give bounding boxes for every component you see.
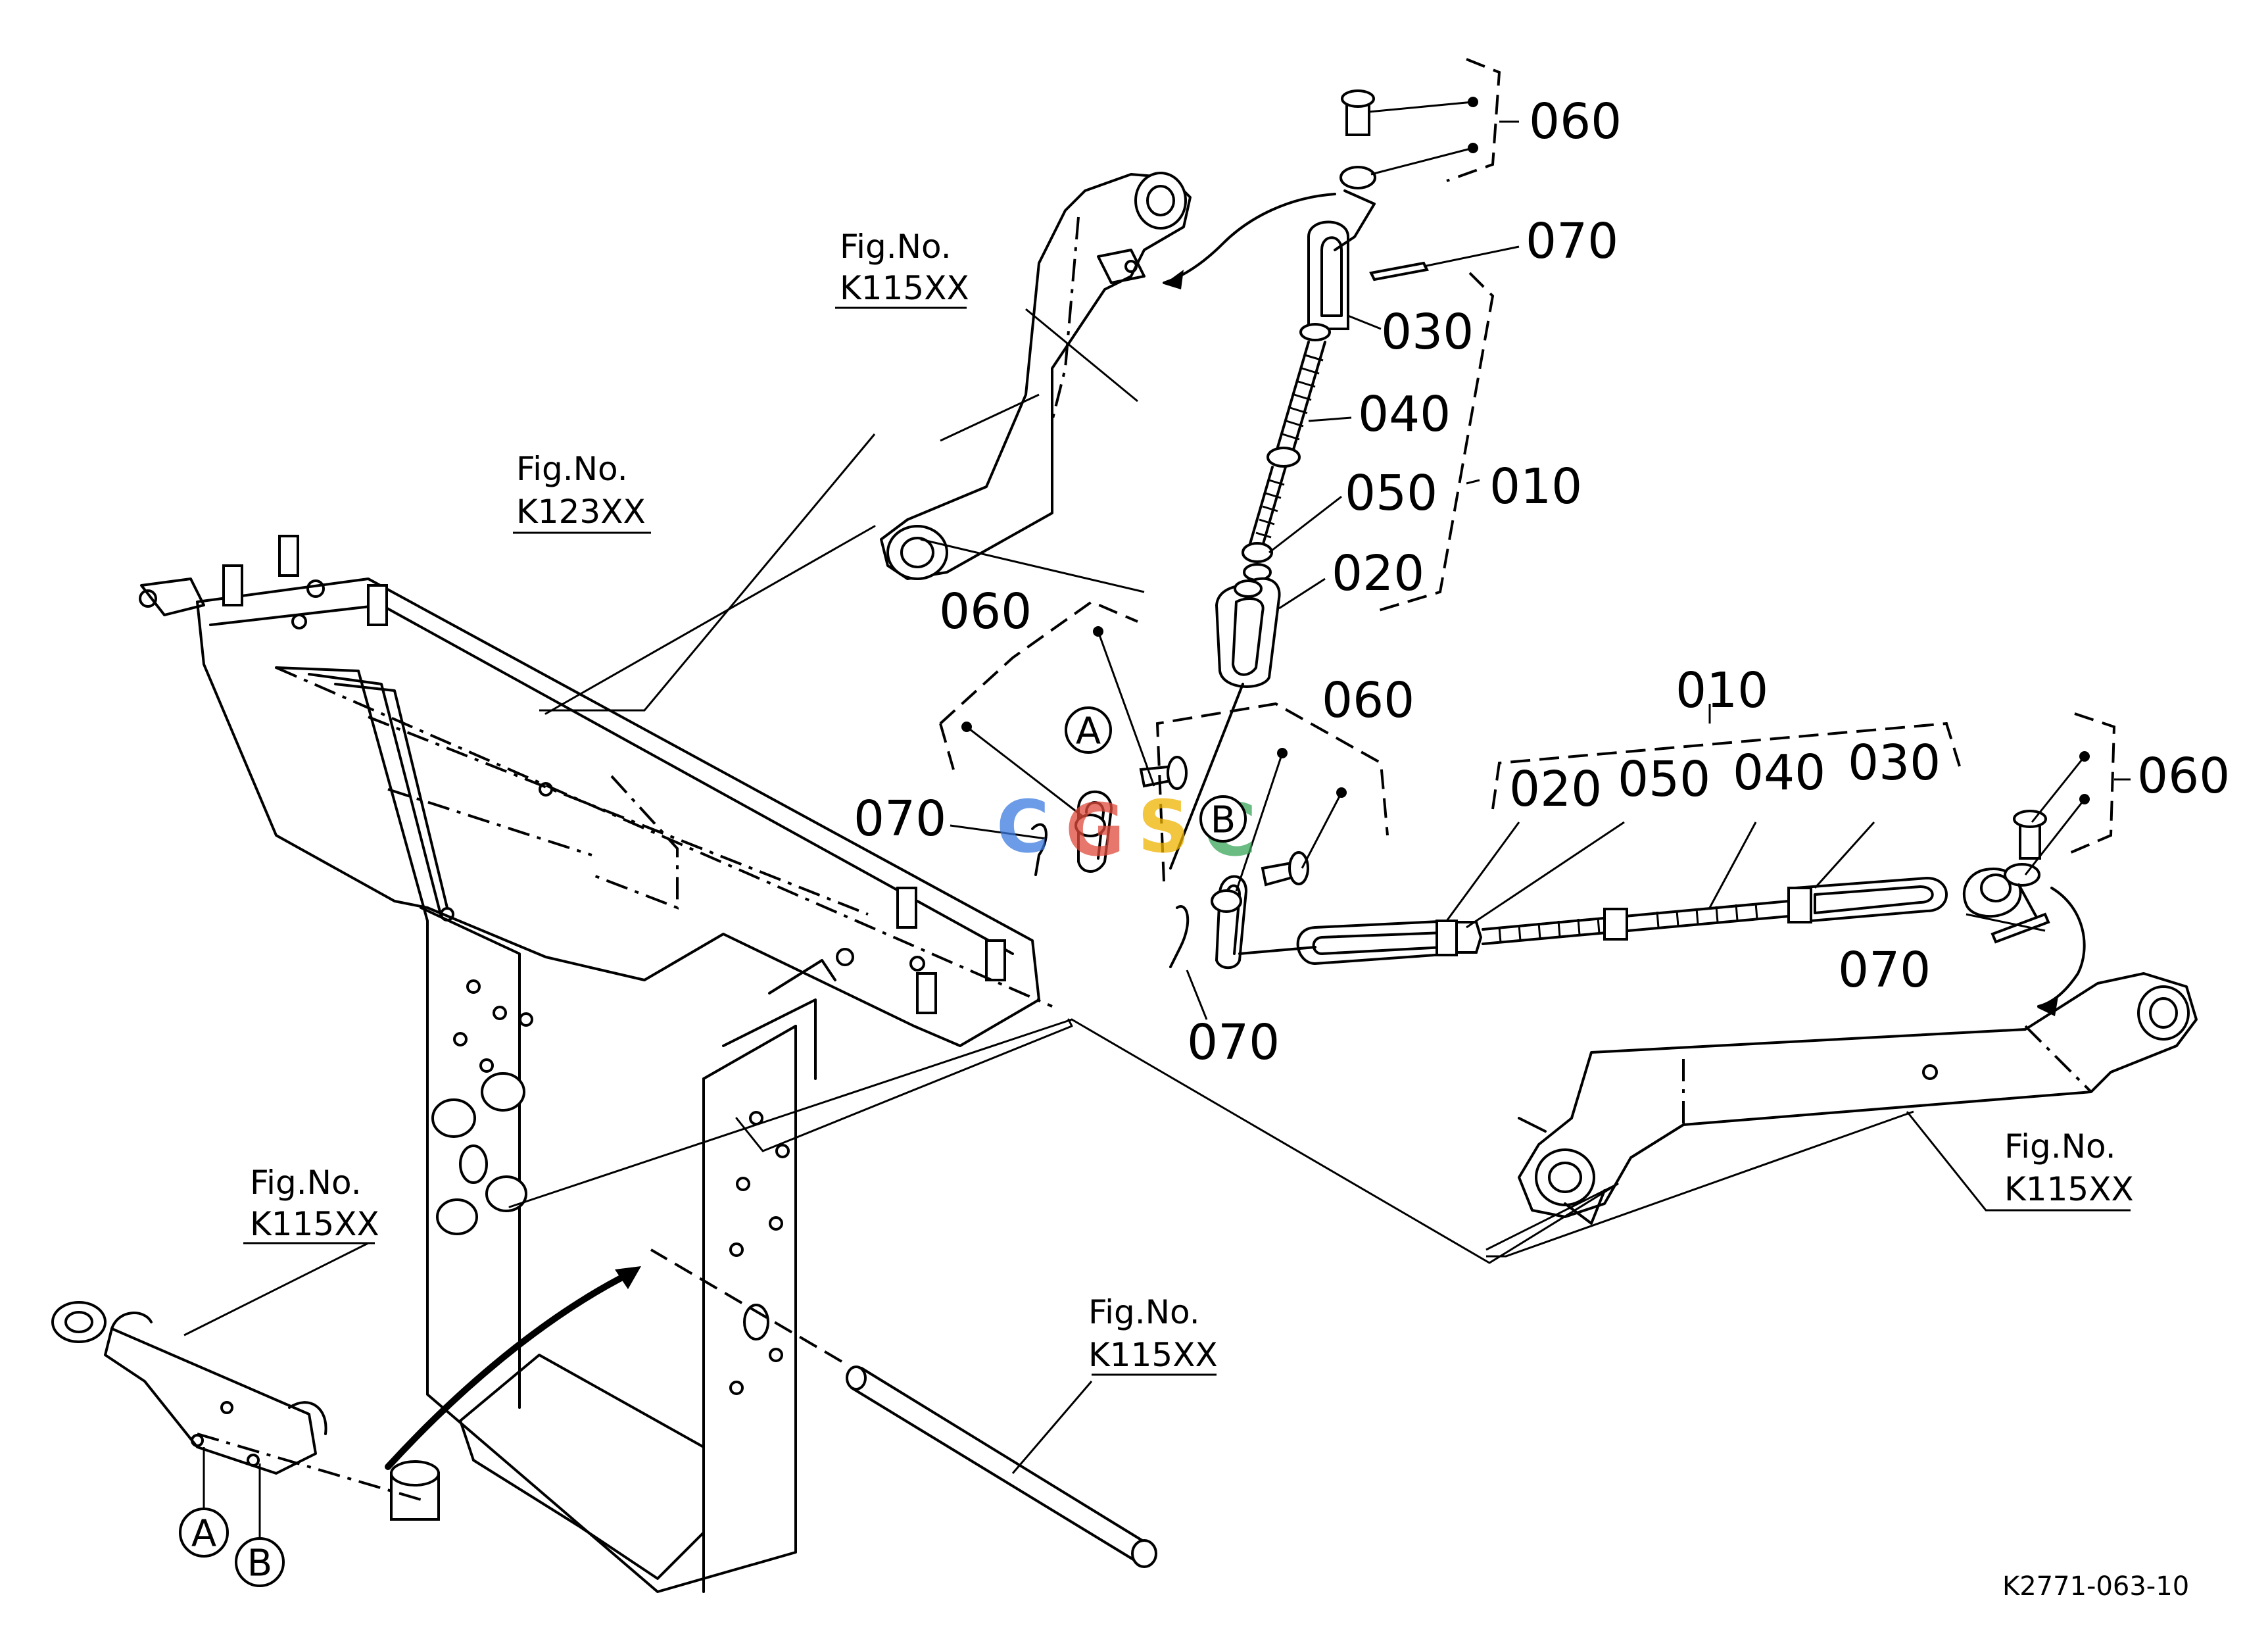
part-050-right: 050 [1345,465,1437,522]
shaft [650,1248,1157,1568]
callout-a-top: A [1065,706,1112,754]
watermark-letter-1: C [996,785,1050,869]
callout-b-bottom-label: B [247,1542,272,1585]
part-060-bottomright: 060 [2137,748,2230,804]
reference-dots [961,97,2090,804]
part-030-right: 030 [1381,304,1474,360]
frame-bolts [222,535,1006,1014]
part-070-bottomright: 070 [1838,942,1931,998]
callout-a-top-label: A [1076,710,1101,753]
main-frame [139,535,1053,1593]
drawing-code: K2771-063-10 [2002,1571,2189,1602]
horizontal-turnbuckle [1296,810,2047,966]
watermark-letter-3: S [1138,785,1190,869]
part-020-bottom: 020 [1509,761,1602,818]
part-040-right: 040 [1358,386,1451,443]
part-050-bottom: 050 [1618,751,1710,808]
part-020-right: 020 [1332,545,1424,602]
callout-b-top-label: B [1211,799,1236,842]
part-010-right: 010 [1489,458,1582,515]
group-brackets [939,58,2116,882]
cotter-pin-070-bottom [1991,912,2050,944]
fig-ref-bracket-line2: K115XX [250,1205,379,1243]
watermark-letter-2: G [1065,788,1124,872]
fig-ref-lower-arm-line2: K115XX [2004,1170,2134,1208]
part-030-bottom: 030 [1848,735,1941,791]
figure-ref-frame: Fig.No. K123XX [516,450,646,531]
figure-ref-shaft: Fig.No. K115XX [1088,1293,1218,1374]
bracket-assembly [51,1301,440,1521]
part-040-bottom: 040 [1733,745,1825,801]
callout-a-bottom-label: A [191,1513,216,1556]
part-060-top: 060 [1529,93,1622,150]
figure-ref-lower-arm: Fig.No. K115XX [2004,1127,2134,1208]
figure-ref-upper-arm: Fig.No. K115XX [835,228,969,309]
fig-ref-shaft-line1: Fig.No. [1088,1293,1200,1331]
callout-b-top: B [1199,795,1247,843]
fig-ref-lower-arm-line1: Fig.No. [2004,1127,2116,1166]
assembly-arrow-bracket [385,1269,635,1470]
assembly-arrow-lower [2037,887,2086,1008]
vertical-turnbuckle [1169,89,1376,870]
part-number-labels: 060 070 030 040 010 050 020 060 070 060 … [854,93,2230,1071]
assembly-arrow-upper [1163,193,1336,284]
part-070-left: 070 [854,791,946,847]
lower-lift-arm [1518,972,2198,1225]
callout-b-bottom: B [235,1537,285,1587]
frame-nuts [431,1072,769,1340]
fig-ref-frame-line1: Fig.No. [516,450,628,488]
upper-lift-arm [880,172,1192,580]
part-060-mid: 060 [1322,672,1414,729]
frame-holes [440,782,790,1395]
fig-ref-frame-line2: K123XX [516,493,646,531]
projection-lines [508,525,1619,1264]
fig-ref-bracket-line1: Fig.No. [250,1164,362,1202]
part-060-left: 060 [939,583,1032,640]
cotter-pin-070-top [1369,261,1429,282]
part-070-mid: 070 [1187,1014,1280,1071]
leader-lines [183,101,2131,1539]
callout-a-bottom: A [179,1508,229,1558]
fig-ref-shaft-line2: K115XX [1088,1336,1218,1374]
clevis-group-a [1031,756,1188,876]
fig-ref-upper-arm-line1: Fig.No. [840,228,952,266]
fig-ref-upper-arm-line2: K115XX [840,269,969,307]
part-070-top: 070 [1526,213,1618,270]
clevis-group-b [1169,851,1316,970]
figure-ref-bracket: Fig.No. K115XX [250,1164,379,1243]
part-010-bottom: 010 [1676,662,1768,719]
